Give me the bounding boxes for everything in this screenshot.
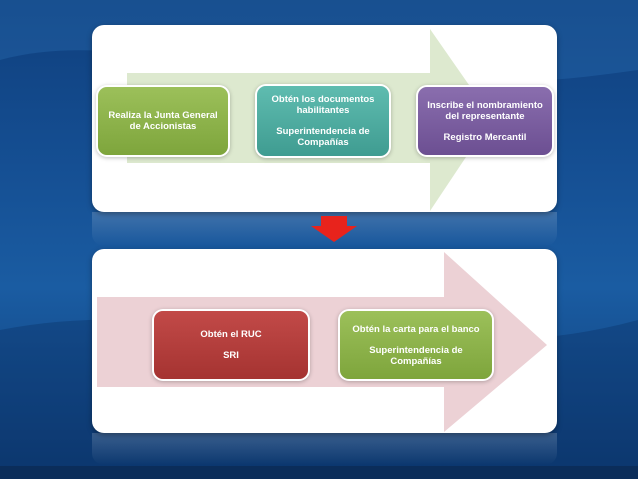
bottom-flow-arrow bbox=[97, 252, 547, 432]
bottom-flow-panel: Obtén el RUC SRI Obtén la carta para el … bbox=[92, 249, 557, 433]
step-inscribe-nombramiento-title: Inscribe el nombramiento del representan… bbox=[427, 99, 543, 122]
step-obten-ruc-title: Obtén el RUC bbox=[200, 329, 262, 340]
step-documentos-habilitantes: Obtén los documentos habilitantes Superi… bbox=[257, 86, 389, 156]
step-inscribe-nombramiento: Inscribe el nombramiento del representan… bbox=[418, 87, 552, 155]
panel-bottom-reflection bbox=[92, 433, 557, 465]
step-junta-general: Realiza la Junta General de Accionistas bbox=[98, 87, 228, 155]
step-obten-ruc: Obtén el RUC SRI bbox=[154, 311, 308, 379]
top-flow-panel: Realiza la Junta General de Accionistas … bbox=[92, 25, 557, 212]
step-junta-general-title: Realiza la Junta General de Accionistas bbox=[108, 110, 218, 132]
down-arrow-icon bbox=[311, 216, 357, 242]
step-documentos-habilitantes-title: Obtén los documentos habilitantes bbox=[271, 94, 375, 116]
step-documentos-habilitantes-entity: Superintendencia de Compañías bbox=[276, 126, 370, 148]
step-inscribe-nombramiento-entity: Registro Mercantil bbox=[443, 131, 527, 143]
step-carta-banco: Obtén la carta para el banco Superintend… bbox=[340, 311, 492, 379]
step-carta-banco-entity: Superintendencia de Compañías bbox=[369, 344, 463, 367]
step-obten-ruc-entity: SRI bbox=[223, 350, 239, 361]
step-carta-banco-title: Obtén la carta para el banco bbox=[352, 323, 480, 335]
